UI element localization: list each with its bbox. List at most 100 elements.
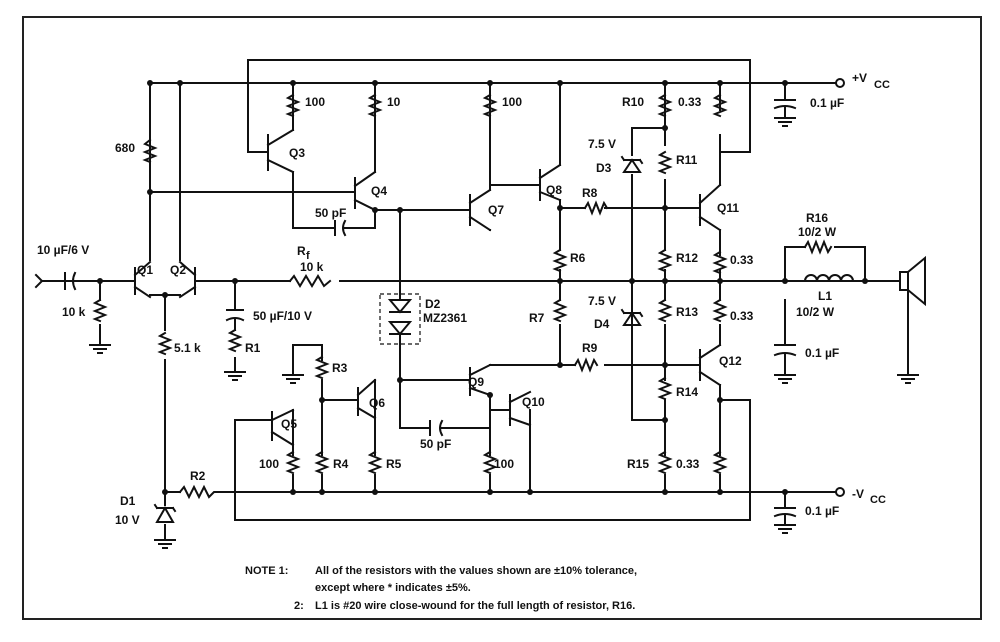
resistor-r7 [552, 298, 568, 323]
label-c50pf-b: 50 pF [420, 437, 451, 451]
label-r100-b: 100 [502, 95, 522, 109]
label-q10: Q10 [522, 395, 545, 409]
label-r100-d: 100 [494, 457, 514, 471]
label-r10-name: R10 [622, 95, 644, 109]
label-q3: Q3 [289, 146, 305, 160]
resistor-5k1 [157, 331, 173, 356]
resistors [92, 93, 833, 500]
label-r1: R1 [245, 341, 261, 355]
label-r13: R13 [676, 305, 698, 319]
label-cin: 10 µF/6 V [37, 243, 89, 257]
label-r16-val: 10/2 W [798, 225, 837, 239]
schematic-frame [22, 16, 982, 620]
label-q12: Q12 [719, 354, 742, 368]
label-q9: Q9 [468, 375, 484, 389]
label-r033-d: 0.33 [676, 457, 700, 471]
input-arrow [34, 273, 44, 289]
label-q11: Q11 [717, 201, 739, 215]
label-l1: L1 [818, 289, 832, 303]
label-q7: Q7 [488, 203, 504, 217]
resistor-r3 [314, 355, 330, 380]
label-d1-v: 10 V [115, 513, 140, 527]
resistor-r4 [314, 450, 330, 475]
label-q5: Q5 [281, 417, 297, 431]
label-rf: R [297, 244, 306, 258]
label-d3: D3 [596, 161, 612, 175]
label-r10k: 10 k [62, 305, 86, 319]
speaker-icon [899, 255, 926, 307]
label-r2: R2 [190, 469, 206, 483]
resistor-033c [712, 298, 728, 323]
resistor-r14 [657, 376, 673, 401]
label-d4: D4 [594, 317, 610, 331]
labels: +V CC -V CC 0.1 µF 0.1 µF 0.1 µF 680 100… [37, 71, 890, 527]
wires [41, 59, 909, 541]
label-r51k: 5.1 k [174, 341, 201, 355]
label-c50uf: 50 µF/10 V [253, 309, 312, 323]
resistor-100-q7 [482, 93, 498, 118]
note-2-head: 2: [294, 600, 304, 612]
capacitor-vcc-pos [773, 99, 797, 110]
resistor-r16 [803, 239, 833, 255]
vcc-pos-terminal [835, 78, 845, 88]
label-r033-b: 0.33 [730, 253, 754, 267]
label-r12: R12 [676, 251, 698, 265]
label-cap-vcc-neg: 0.1 µF [805, 504, 839, 518]
label-r680: 680 [115, 141, 135, 155]
resistor-033d [712, 450, 728, 475]
label-q2: Q2 [170, 263, 186, 277]
label-r16: R16 [806, 211, 828, 225]
label-d4-v: 7.5 V [588, 294, 616, 308]
label-d1: D1 [120, 494, 136, 508]
resistor-100-q3 [285, 93, 301, 118]
resistor-r15 [657, 450, 673, 475]
capacitor-out [773, 344, 797, 357]
resistor-r2 [178, 484, 221, 500]
capacitor-vcc-neg [773, 507, 797, 518]
label-r033-c: 0.33 [730, 309, 754, 323]
label-r14: R14 [676, 385, 698, 399]
label-vcc-neg: -V [852, 487, 864, 501]
label-vcc-pos: +V [852, 71, 867, 85]
label-q6: Q6 [369, 396, 385, 410]
label-c50pf-a: 50 pF [315, 206, 346, 220]
resistor-033b [712, 250, 728, 275]
label-q8: Q8 [546, 183, 562, 197]
label-r100-a: 100 [305, 95, 325, 109]
resistor-r11 [657, 150, 673, 175]
note-1-head: NOTE 1: [245, 565, 289, 577]
label-r033-a: 0.33 [678, 95, 702, 109]
label-d2-part: MZ2361 [423, 311, 467, 325]
note-1-line1: All of the resistors with the values sho… [315, 565, 638, 577]
resistor-10 [367, 93, 383, 118]
label-r15: R15 [627, 457, 649, 471]
note-1-line2: except where * indicates ±5%. [315, 582, 471, 594]
resistor-r13 [657, 298, 673, 323]
label-cap-out: 0.1 µF [805, 346, 839, 360]
resistor-r10 [657, 93, 673, 118]
transistors [121, 128, 722, 447]
resistor-r5 [367, 450, 383, 475]
label-r100-c: 100 [259, 457, 279, 471]
label-r7: R7 [529, 311, 545, 325]
resistor-100-q5 [285, 450, 301, 475]
inductor-l1 [784, 274, 866, 282]
capacitor-50uf [225, 309, 245, 322]
label-vcc-pos-sub: CC [874, 79, 890, 91]
label-r8: R8 [582, 186, 598, 200]
label-d2: D2 [425, 297, 441, 311]
grounds [89, 117, 919, 549]
resistor-r1 [227, 328, 243, 353]
resistor-r12 [657, 248, 673, 273]
resistor-r8 [583, 200, 609, 216]
label-l1-val: 10/2 W [796, 305, 835, 319]
label-q1: Q1 [137, 263, 153, 277]
label-r10: 10 [387, 95, 401, 109]
resistor-100-q10 [482, 450, 498, 475]
capacitor-50pf-b [429, 419, 444, 437]
junction-dots [97, 80, 868, 495]
resistor-10k [92, 298, 108, 323]
note-2-line: L1 is #20 wire close-wound for the full … [315, 600, 636, 612]
resistor-033a [712, 93, 728, 118]
resistor-r9 [573, 357, 599, 373]
